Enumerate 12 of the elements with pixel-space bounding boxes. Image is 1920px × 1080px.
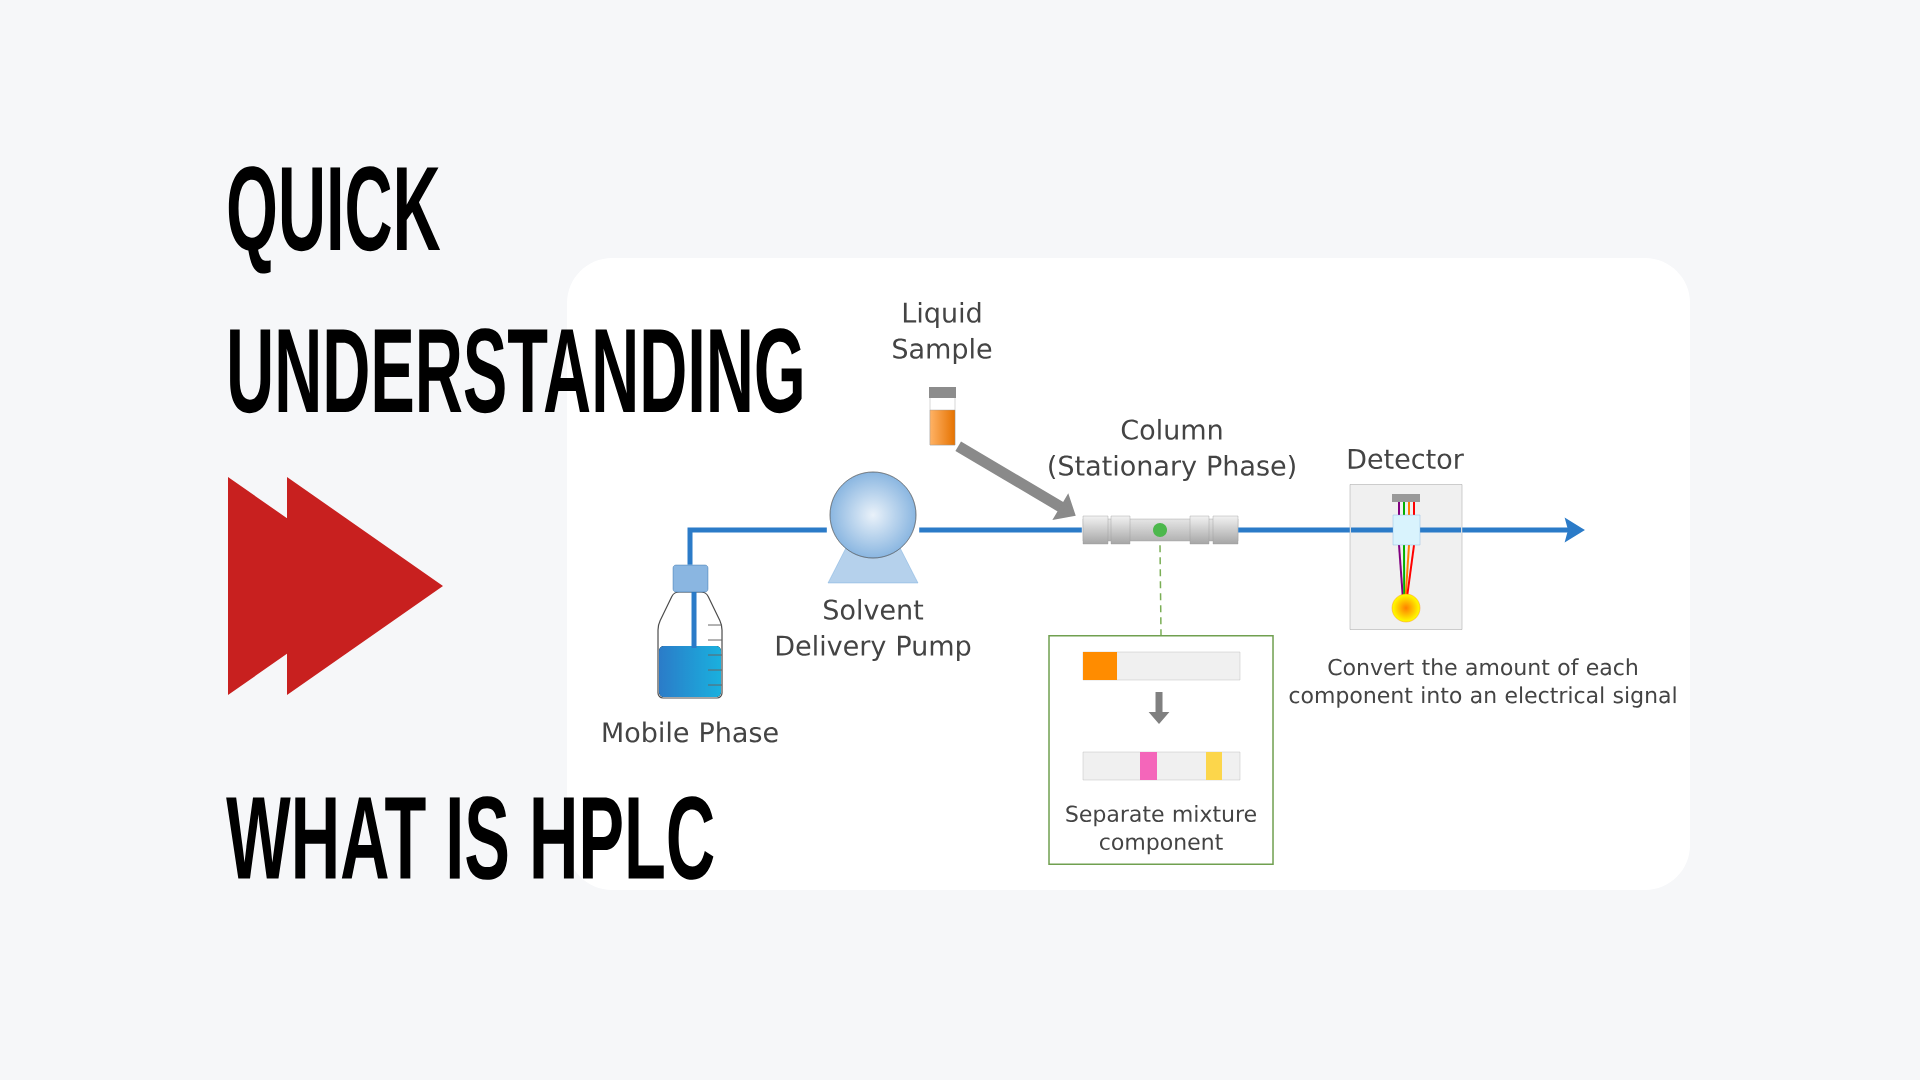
node-label: Mobile Phase bbox=[603, 721, 778, 743]
node-label: Column (Stationary Phase) bbox=[1049, 418, 1295, 482]
flow-line bbox=[687, 527, 827, 565]
flow-line bbox=[919, 527, 1082, 533]
heading: Detector bbox=[1348, 449, 1464, 470]
subtitle: WHAT IS HPLC bbox=[226, 796, 714, 880]
node-label: Convert the amount of each component into an electrical signal bbox=[1289, 658, 1676, 708]
leader-line bbox=[1159, 544, 1162, 636]
node-label: Liquid Sample bbox=[893, 301, 992, 365]
node-label: Solvent Delivery Pump bbox=[776, 598, 971, 662]
title: QUICK UNDERSTANDING bbox=[228, 166, 802, 414]
flow-line bbox=[1238, 527, 1350, 533]
